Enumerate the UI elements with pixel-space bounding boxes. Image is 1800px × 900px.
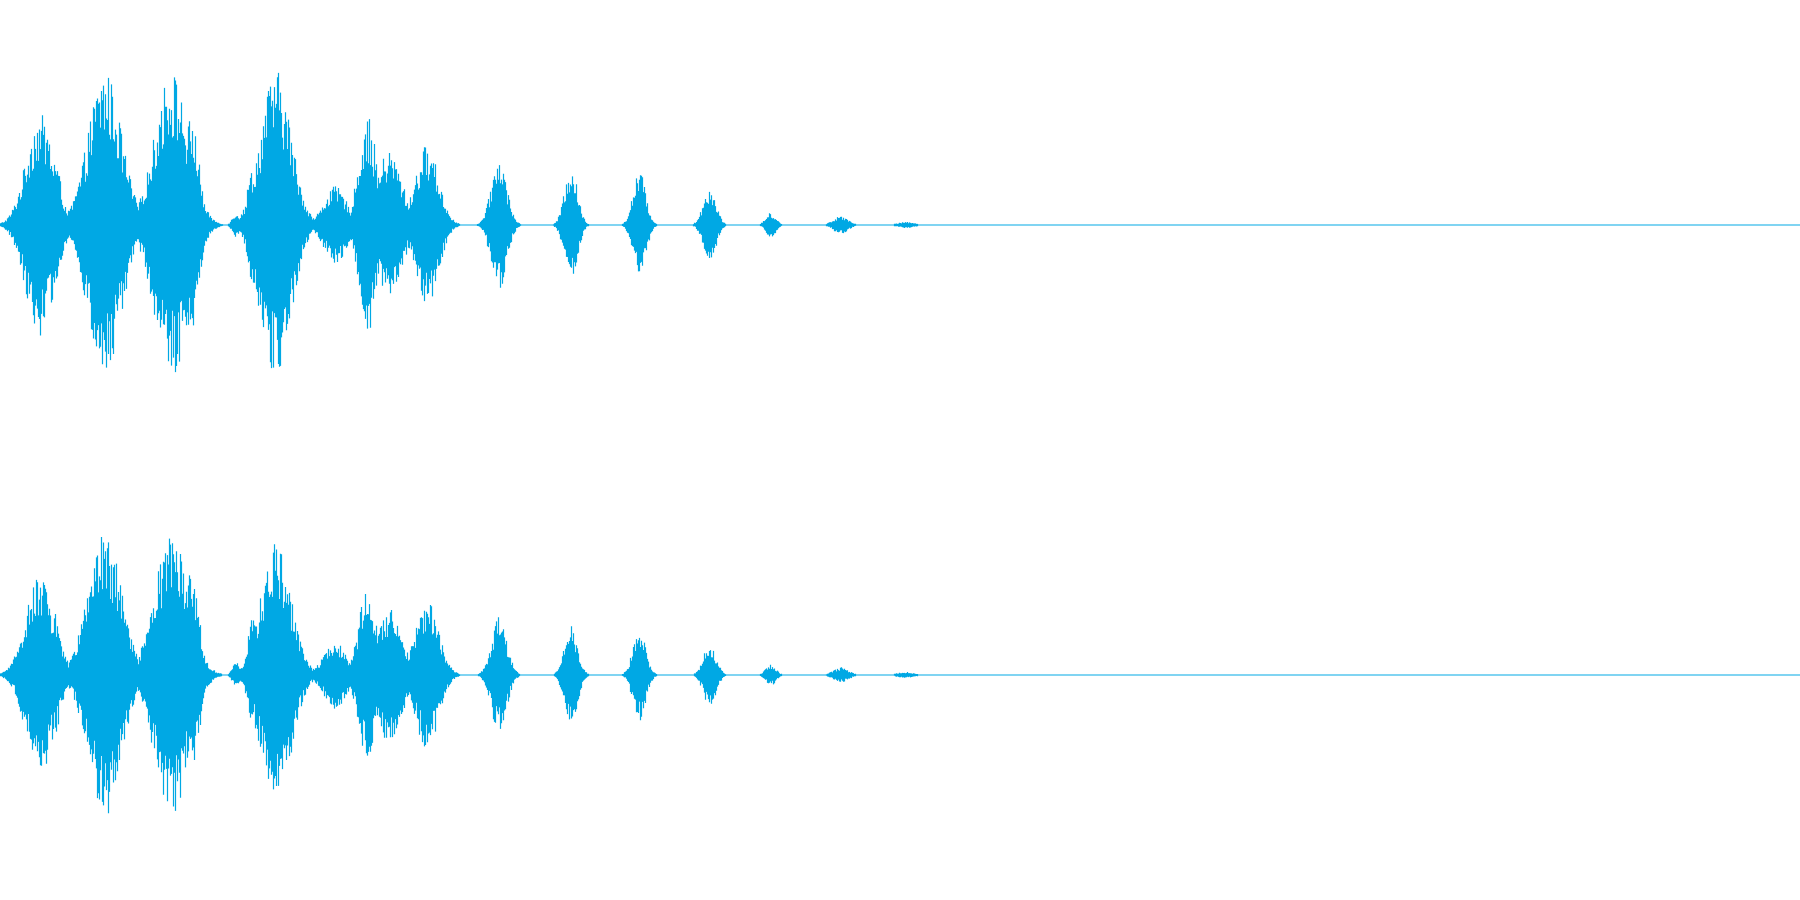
waveform-signal [0, 72, 919, 373]
waveform-channel-bottom [0, 537, 1800, 814]
waveform-signal [0, 537, 919, 814]
waveform-channel-top [0, 72, 1800, 373]
